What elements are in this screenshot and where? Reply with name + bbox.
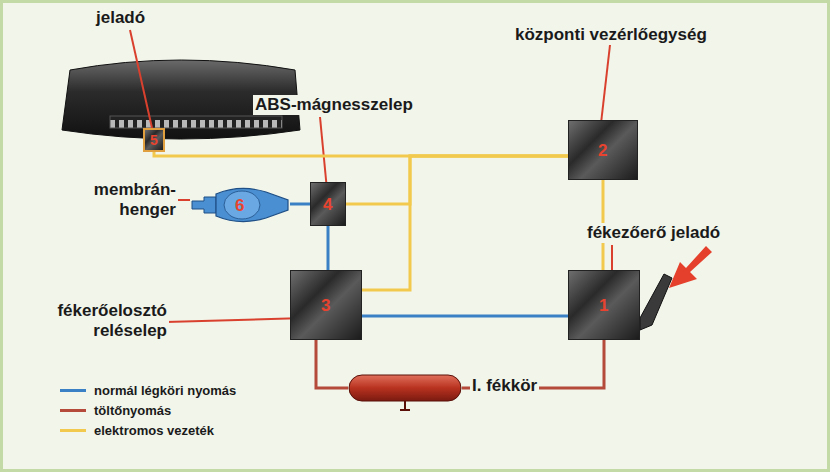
legend-swatch: [60, 389, 86, 392]
brake-force-sensor-box: fékezőerő jeladó1: [568, 270, 640, 340]
connector-line: [316, 340, 348, 388]
connector-line: [290, 203, 310, 206]
membrane-cylinder: membrán- henger6: [190, 184, 290, 226]
callout-number: 4: [323, 196, 332, 213]
callout-number: 2: [598, 142, 607, 159]
legend-text: töltőnyomás: [94, 403, 171, 418]
part-label: jeladó: [94, 8, 147, 28]
legend-swatch: [60, 409, 86, 412]
connector-line: [362, 315, 568, 318]
connector-line: [327, 226, 330, 270]
legend-row: töltőnyomás: [60, 400, 236, 420]
callout-number: 6: [235, 197, 244, 214]
part-label: fékezőerő jeladó: [585, 223, 722, 243]
part-label: membrán- henger: [62, 180, 178, 219]
sensor-box: jeladó5: [143, 128, 165, 152]
legend: normál légköri nyomás töltőnyomás elektrom…: [60, 380, 236, 440]
legend-row: elektromos vezeték: [60, 420, 236, 440]
part-label: fékerőelosztó reléselep: [15, 301, 169, 340]
legend-swatch: [60, 429, 86, 432]
legend-text: normál légköri nyomás: [94, 383, 236, 398]
callout-number: 5: [150, 133, 158, 147]
callout-number: 3: [321, 297, 330, 314]
legend-text: elektromos vezeték: [94, 423, 214, 438]
connector-line: [346, 156, 568, 204]
legend-row: normál légköri nyomás: [60, 380, 236, 400]
part-label: I. fékkör: [470, 376, 539, 396]
control-unit-box: központi vezérlőegység2: [568, 120, 638, 180]
tank-shape: [348, 374, 462, 414]
part-label: központi vezérlőegység: [513, 25, 709, 45]
part-label: ABS-mágnesszelep: [253, 95, 415, 115]
relay-valve-box: fékerőelosztó reléselep3: [290, 270, 362, 340]
callout-number: 1: [599, 297, 608, 314]
reservoir-tank: I. fékkör: [348, 374, 462, 402]
abs-valve-box: ABS-mágnesszelep4: [310, 182, 346, 226]
connector-line: [362, 156, 568, 290]
